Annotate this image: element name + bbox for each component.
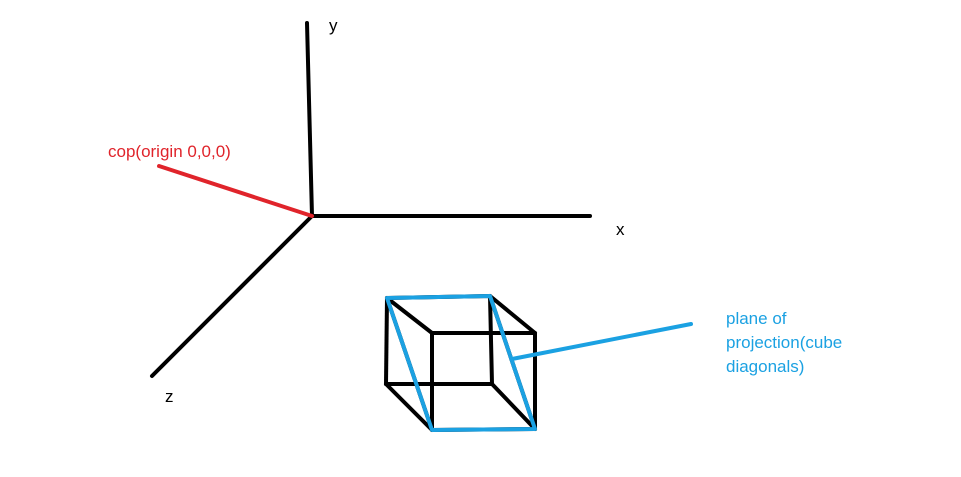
plane-of-projection-label: plane of projection(cube diagonals) xyxy=(726,307,842,379)
cube-right-vertical-edge xyxy=(488,294,494,386)
projection-plane xyxy=(385,294,693,432)
plane-label-line-2: projection(cube xyxy=(726,333,843,352)
x-axis-label: x xyxy=(616,220,625,239)
axes xyxy=(150,21,592,378)
cop-line xyxy=(157,164,314,218)
plane-label-line-1: plane of xyxy=(726,309,787,328)
y-axis-label: y xyxy=(329,16,338,35)
cube-edge-bottom-left xyxy=(384,382,434,432)
cube-edge-top-left xyxy=(385,296,434,335)
cube-edge-bottom-right xyxy=(490,382,537,431)
cop-label: cop(origin 0,0,0) xyxy=(108,142,231,161)
y-axis-line xyxy=(305,21,314,218)
projection-plane-pointer xyxy=(510,322,693,361)
projection-plane-outline xyxy=(385,294,537,432)
z-axis-label: z xyxy=(165,387,174,406)
cube-front-left-edge xyxy=(384,296,389,386)
plane-label-line-3: diagonals) xyxy=(726,357,805,376)
cube-edge-top-right xyxy=(488,294,537,335)
z-axis-line xyxy=(150,214,314,378)
